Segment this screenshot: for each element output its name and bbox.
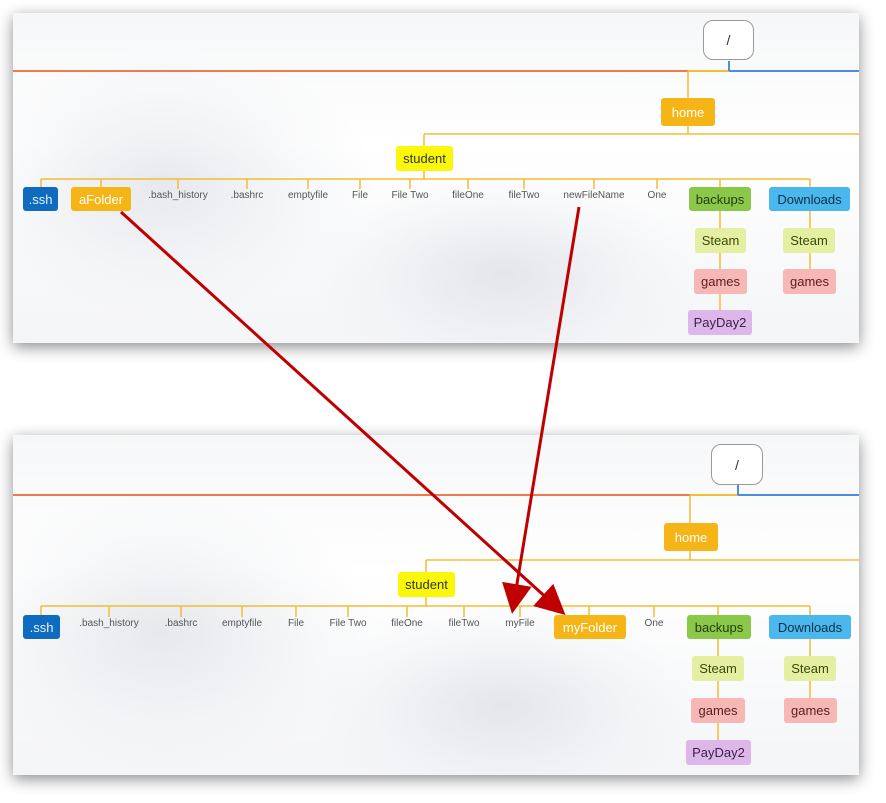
backups-steam-node[interactable]: Steam <box>692 656 744 681</box>
afolder-node[interactable]: aFolder <box>71 187 131 211</box>
backups-games-node[interactable]: games <box>691 698 745 723</box>
downloads-node[interactable]: Downloads <box>769 187 850 211</box>
backups-games-node[interactable]: games <box>694 269 747 294</box>
ssh-folder-node[interactable]: .ssh <box>23 615 60 639</box>
downloads-games-node[interactable]: games <box>783 269 836 294</box>
file-leaf[interactable]: fileTwo <box>448 618 480 629</box>
file-leaf[interactable]: emptyfile <box>221 618 263 629</box>
file-leaf[interactable]: fileTwo <box>508 190 540 201</box>
file-leaf[interactable]: .bash_history <box>79 618 139 629</box>
file-leaf[interactable]: .bashrc <box>164 618 198 629</box>
file-leaf[interactable]: File <box>287 618 305 629</box>
home-node[interactable]: home <box>664 523 718 551</box>
student-node[interactable]: student <box>396 146 453 171</box>
downloads-steam-node[interactable]: Steam <box>783 228 835 253</box>
root-node[interactable]: / <box>711 444 763 485</box>
file-leaf[interactable]: File Two <box>391 190 429 201</box>
downloads-steam-node[interactable]: Steam <box>784 656 836 681</box>
student-node[interactable]: student <box>398 572 455 597</box>
file-leaf[interactable]: File <box>351 190 369 201</box>
myfile-leaf[interactable]: myFile <box>505 618 535 629</box>
downloads-games-node[interactable]: games <box>784 698 837 723</box>
payday2-node[interactable]: PayDay2 <box>686 740 751 765</box>
downloads-node[interactable]: Downloads <box>769 615 851 639</box>
file-leaf[interactable]: fileOne <box>391 618 423 629</box>
tree-before-panel: / home student .ssh aFolder .bash_histor… <box>13 13 859 343</box>
payday2-node[interactable]: PayDay2 <box>688 310 752 335</box>
myfolder-node[interactable]: myFolder <box>554 615 626 639</box>
tree-after-panel: / home student .ssh .bash_history .bashr… <box>13 435 859 775</box>
file-leaf[interactable]: fileOne <box>452 190 484 201</box>
backups-node[interactable]: backups <box>687 615 751 639</box>
home-node[interactable]: home <box>661 98 715 126</box>
file-leaf[interactable]: File Two <box>329 618 367 629</box>
file-leaf[interactable]: .bash_history <box>148 190 208 201</box>
tree-connectors <box>13 485 859 740</box>
ssh-folder-node[interactable]: .ssh <box>23 187 58 211</box>
backups-node[interactable]: backups <box>689 187 751 211</box>
newfilename-leaf[interactable]: newFileName <box>563 190 625 201</box>
backups-steam-node[interactable]: Steam <box>695 228 746 253</box>
tree-connectors <box>13 61 859 310</box>
root-node[interactable]: / <box>703 20 754 60</box>
file-leaf[interactable]: One <box>647 190 667 201</box>
file-leaf[interactable]: emptyfile <box>287 190 329 201</box>
file-leaf[interactable]: .bashrc <box>230 190 264 201</box>
file-leaf[interactable]: One <box>644 618 664 629</box>
